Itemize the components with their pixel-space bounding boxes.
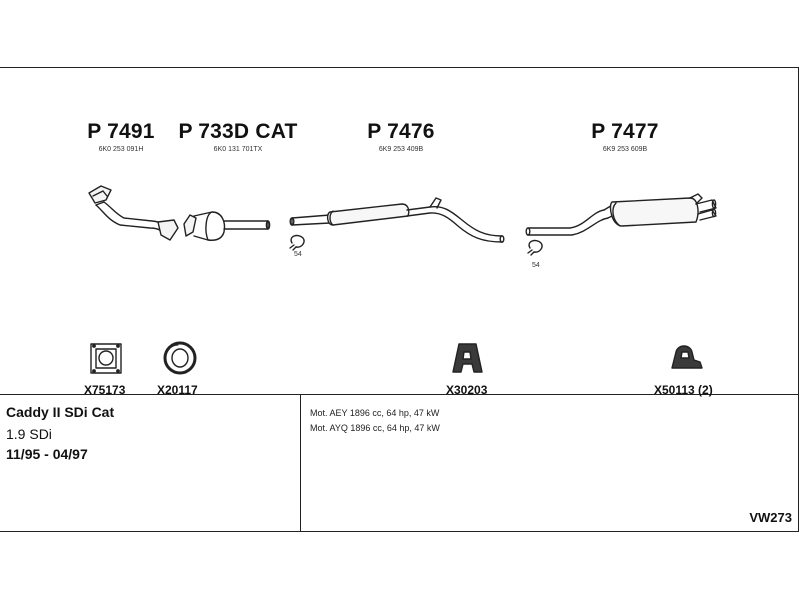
accessory-label-gasket-ring[interactable]: X20117 [157,383,198,397]
part-middle-silencer[interactable]: P 7476 6K9 253 409B [356,120,446,153]
accessory-label-gasket-square[interactable]: X75173 [84,383,126,397]
catalytic-converter-drawing [183,211,271,241]
clamp-label-1: 54 [294,251,302,258]
rear-silencer-drawing [525,193,717,236]
part-oe-number: 6K9 253 409B [378,146,424,153]
part-number: P 7491 [87,120,155,143]
part-oe-number: 6K0 253 091H [98,146,144,153]
clamp-drawing-2 [527,239,543,256]
gasket-ring-drawing [163,341,197,375]
part-oe-number: 6K0 131 701TX [213,146,263,153]
part-front-pipe[interactable]: P 7491 6K0 253 091H [76,120,166,153]
accessory-label-hanger[interactable]: X50113 (2) [654,383,713,397]
vehicle-name: Caddy II SDi Cat [6,404,115,420]
accessory-label-rubber-mount[interactable]: X30203 [446,383,488,397]
rubber-mount-drawing [452,343,483,373]
front-pipe-drawing [88,185,179,241]
part-catalytic-converter[interactable]: P 733D CAT 6K0 131 701TX [176,120,300,153]
clamp-drawing-1 [289,234,305,251]
diagram-code: VW273 [749,510,792,525]
vehicle-engine: 1.9 SDi [6,426,52,442]
divider-horizontal [0,394,799,395]
motor-line-1: Mot. AEY 1896 cc, 64 hp, 47 kW [310,408,440,418]
diagram-frame [0,67,799,532]
part-oe-number: 6K9 253 609B [602,146,648,153]
part-number: P 7476 [367,120,435,143]
gasket-square-drawing [90,343,122,374]
hanger-drawing [671,345,703,369]
middle-silencer-drawing [289,197,505,243]
clamp-label-2: 54 [532,262,540,269]
motor-line-2: Mot. AYQ 1896 cc, 64 hp, 47 kW [310,423,440,433]
divider-vertical [300,394,301,532]
part-number: P 7477 [591,120,659,143]
part-number: P 733D CAT [178,120,298,143]
vehicle-years: 11/95 - 04/97 [6,446,88,462]
part-rear-silencer[interactable]: P 7477 6K9 253 609B [580,120,670,153]
